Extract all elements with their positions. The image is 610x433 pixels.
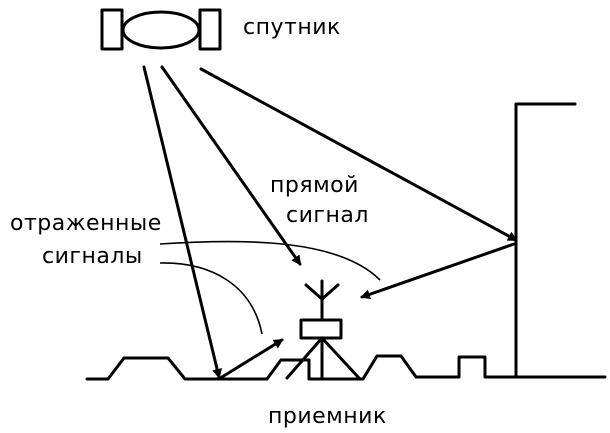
direct-signal-ray bbox=[160, 65, 302, 266]
reflected-leader-2 bbox=[159, 262, 263, 335]
receiver-antenna-icon bbox=[285, 279, 361, 381]
building-reflection-ray bbox=[360, 242, 516, 300]
satellite-label: спутник bbox=[243, 15, 341, 40]
direct-signal-label-line1: прямой bbox=[270, 173, 359, 198]
reflected-signals-label-line2: сигналы bbox=[42, 244, 143, 269]
ray-to-building bbox=[199, 67, 518, 242]
building-wall bbox=[514, 102, 607, 379]
ray-to-ground bbox=[142, 65, 222, 379]
reflected-signals-label-line1: отраженные bbox=[10, 211, 162, 236]
ground-reflection-ray bbox=[220, 338, 284, 379]
ground-line bbox=[85, 354, 518, 381]
satellite-icon bbox=[100, 8, 222, 51]
reflected-leader-1 bbox=[159, 240, 381, 281]
direct-signal-label-line2: сигнал bbox=[286, 203, 369, 228]
receiver-label: приемник bbox=[268, 404, 387, 429]
